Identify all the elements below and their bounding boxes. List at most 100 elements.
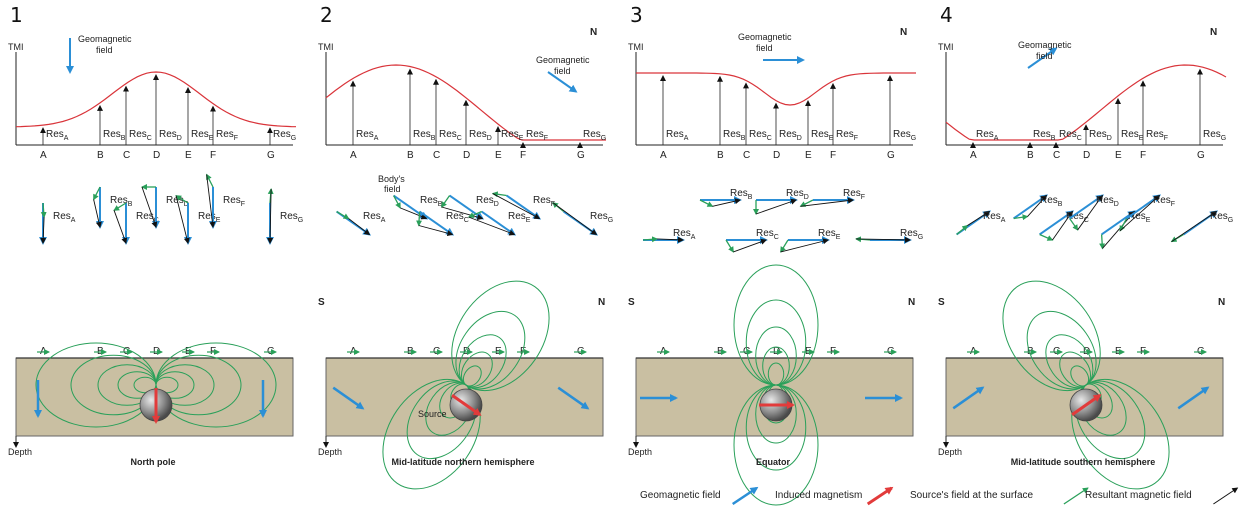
north-label: N	[1218, 297, 1225, 308]
res-label-G: ResG	[1203, 129, 1226, 142]
panel-caption: Equator	[756, 457, 790, 467]
geomagnetic-label-line1: Geomagnetic	[536, 55, 590, 65]
vector-res-label-C: ResC	[446, 211, 469, 224]
resultant-vector	[856, 236, 911, 243]
field-line	[382, 378, 481, 490]
vector-res-label-B: ResB	[420, 195, 443, 208]
panel-caption: Mid-latitude northern hemisphere	[391, 457, 534, 467]
tmi-axis-label: TMI	[318, 42, 334, 52]
station-G: G	[1197, 150, 1205, 161]
res-label-C: ResC	[129, 129, 152, 142]
res-label-D: ResD	[779, 129, 802, 142]
geomagnetic-field-arrow	[547, 71, 578, 93]
legend-swatch-resultant	[1213, 487, 1239, 505]
res-label-A: ResA	[976, 129, 999, 142]
body-field-vector	[491, 191, 507, 198]
legend-label-resultant: Resultant magnetic field	[1085, 490, 1192, 501]
res-label-A: ResA	[356, 129, 379, 142]
legend-swatch-geomagnetic	[732, 486, 759, 506]
body-field-vector	[93, 186, 101, 201]
body-field-vector	[1119, 218, 1128, 232]
resultant-vector	[755, 198, 797, 215]
vector-res-label-G: ResG	[900, 228, 923, 241]
panel-number: 4	[940, 3, 953, 27]
panel-number: 2	[320, 3, 333, 27]
resultant-vector	[113, 210, 128, 244]
station-D: D	[1083, 150, 1090, 161]
source-field-lines	[657, 264, 897, 506]
station-G: G	[577, 150, 585, 161]
depth-label: Depth	[8, 447, 32, 457]
body-field-vector	[1069, 218, 1079, 231]
resultant-vector	[348, 218, 371, 236]
station-D: D	[463, 150, 470, 161]
induced-magnetism-arrow	[1071, 394, 1102, 416]
station-D: D	[773, 150, 780, 161]
station-F: F	[830, 150, 836, 161]
station-E: E	[495, 150, 502, 161]
res-label-C: ResC	[439, 129, 462, 142]
body-field-vector	[206, 173, 214, 188]
station-C: C	[433, 150, 440, 161]
vector-res-label-D: ResD	[476, 195, 499, 208]
tmi-curve	[15, 71, 297, 128]
tmi-curve	[325, 64, 606, 141]
tmi-curve	[945, 64, 1227, 141]
south-label: S	[628, 297, 635, 308]
resultant-vector	[733, 238, 767, 253]
station-A: A	[660, 150, 667, 161]
geomagnetic-vector	[1069, 194, 1105, 220]
depth-label: Depth	[628, 447, 652, 457]
cross-section: SNDepthABCDEFG	[628, 264, 915, 506]
depth-label: Depth	[318, 447, 342, 457]
source-label: Source	[418, 409, 447, 419]
cross-section: SNDepthABCDEFGSource	[318, 280, 605, 490]
cross-section: DepthABCDEFG	[8, 342, 294, 457]
geomagnetic-label-line2: field	[554, 66, 571, 76]
resultant-vector	[800, 197, 854, 207]
resultant-vector	[552, 202, 598, 236]
station-G: G	[267, 150, 275, 161]
res-label-G: ResG	[583, 129, 606, 142]
resultant-vector	[400, 207, 428, 220]
vector-res-label-F: ResF	[533, 195, 555, 208]
station-E: E	[805, 150, 812, 161]
vector-res-label-F: ResF	[223, 195, 245, 208]
panel-number: 3	[630, 3, 643, 27]
tmi-profile: TMIResAAResBBResCCResDDResEEResFFResGGGe…	[938, 40, 1227, 161]
north-label: N	[598, 297, 605, 308]
body-field-label-line1: Body's	[378, 174, 405, 184]
resultant-vector	[1027, 194, 1048, 217]
vector-res-label-D: ResD	[166, 195, 189, 208]
panel-caption: Mid-latitude southern hemisphere	[1011, 457, 1156, 467]
panel-1: 1TMIResAAResBBResCCResDDResEEResFFResGGG…	[8, 3, 303, 467]
field-line	[1071, 378, 1170, 490]
panel-number: 1	[10, 3, 23, 27]
north-label-top: N	[590, 27, 597, 38]
north-label: N	[908, 297, 915, 308]
res-label-D: ResD	[1089, 129, 1112, 142]
body-field-vector	[393, 195, 401, 209]
legend-label-induced: Induced magnetism	[775, 490, 862, 501]
geomagnetic-label-line1: Geomagnetic	[738, 32, 792, 42]
vector-res-label-E: ResE	[1128, 211, 1151, 224]
res-label-E: ResE	[1121, 129, 1144, 142]
body-field-vector	[642, 236, 658, 243]
resultant-vector	[967, 210, 991, 226]
tmi-axis-label: TMI	[628, 42, 644, 52]
station-C: C	[1053, 150, 1060, 161]
vector-res-label-G: ResG	[590, 211, 613, 224]
station-E: E	[1115, 150, 1122, 161]
resultant-vector	[40, 216, 47, 244]
body-field-vector	[780, 239, 789, 253]
body-field-vector	[175, 195, 189, 204]
resultant-vector	[656, 236, 684, 243]
resultant-vector	[780, 238, 829, 253]
south-label: S	[938, 297, 945, 308]
res-label-C: ResC	[749, 129, 772, 142]
tmi-profile: TMIResAAResBBResCCResDDResEEResFFResGGGe…	[318, 42, 606, 161]
